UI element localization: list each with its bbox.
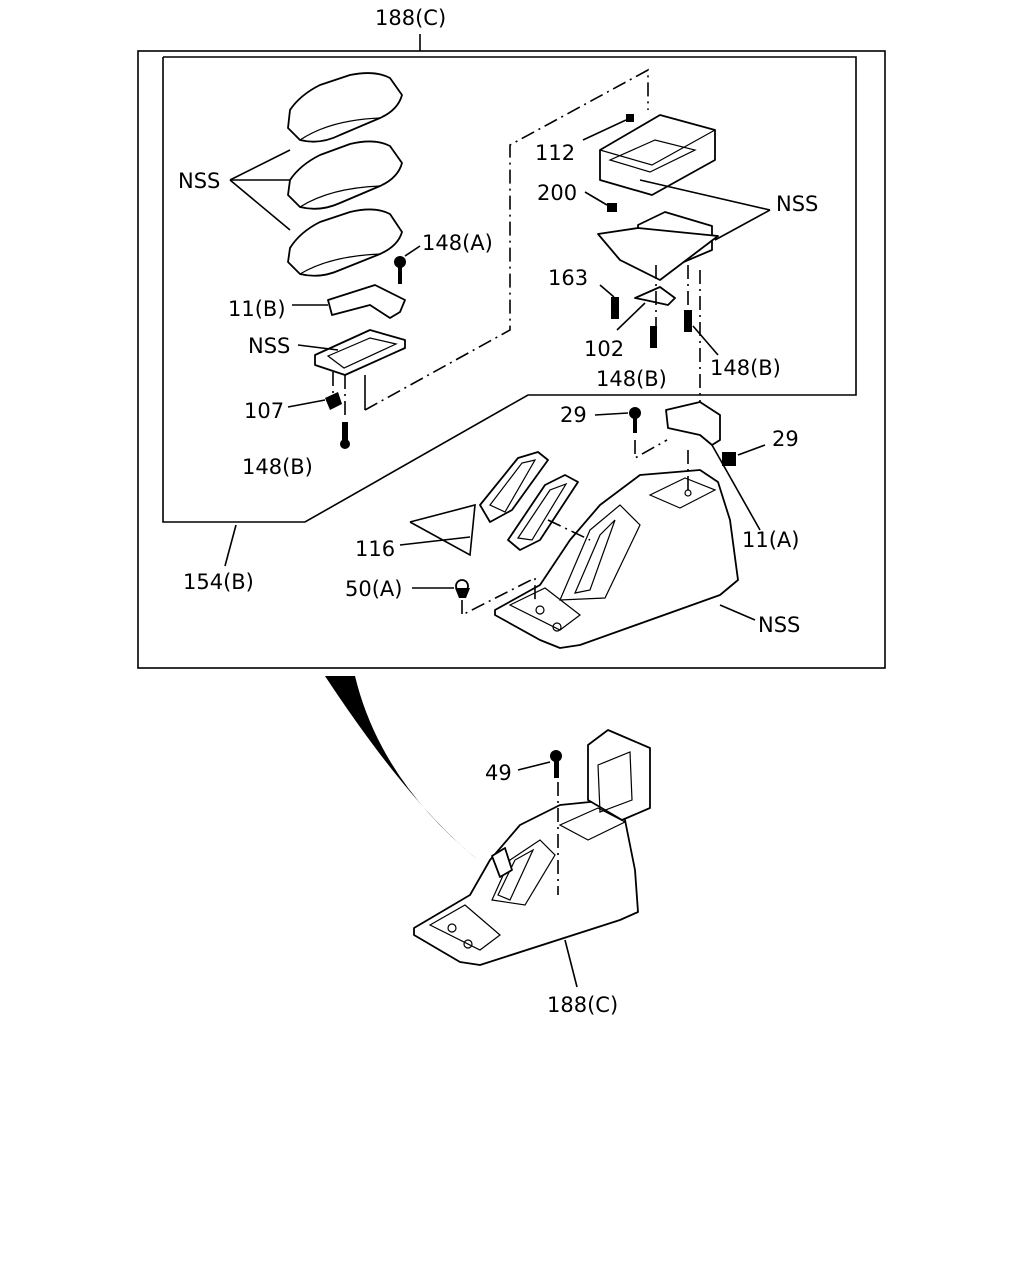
armrest-cover-3 [287, 208, 403, 277]
shift-cover-116 [479, 451, 579, 551]
outer-frame [137, 50, 886, 669]
armrest-cover-2 [287, 140, 403, 210]
screw-29-left [629, 407, 641, 433]
clip-107 [325, 392, 342, 410]
label-bottom-ref: 188(C) [547, 993, 618, 1017]
label-154b: 154(B) [183, 570, 254, 594]
label-49: 49 [485, 761, 512, 785]
label-11b: 11(B) [228, 297, 286, 321]
storage-box [597, 211, 719, 281]
label-148b-right: 148(B) [710, 356, 781, 380]
label-102: 102 [584, 337, 624, 361]
label-nss-covers: NSS [178, 169, 220, 193]
label-29-right: 29 [772, 427, 799, 451]
screw-148b-right [684, 310, 692, 332]
screw-163 [611, 297, 619, 319]
label-148a: 148(A) [422, 231, 493, 255]
screw-148a [394, 256, 406, 284]
label-11a: 11(A) [742, 528, 799, 552]
label-29-left: 29 [560, 403, 587, 427]
label-148b-left: 148(B) [242, 455, 313, 479]
label-200: 200 [537, 181, 577, 205]
clip-50a [455, 579, 470, 598]
screw-29-right [722, 452, 736, 466]
label-nss-console: NSS [758, 613, 800, 637]
console-assembled [413, 729, 651, 966]
label-nss-box: NSS [776, 192, 818, 216]
screw-148b-mid [650, 326, 657, 348]
label-107: 107 [244, 399, 284, 423]
assembly-arrow [325, 676, 478, 860]
inner-frame [162, 56, 857, 523]
label-top-ref: 188(C) [375, 6, 446, 30]
label-nss-plate: NSS [248, 334, 290, 358]
label-163: 163 [548, 266, 588, 290]
console-upper [494, 469, 739, 649]
bracket-102 [634, 286, 676, 306]
mounting-plate [314, 329, 406, 376]
armrest-box-112 [599, 114, 716, 196]
label-116: 116 [355, 537, 395, 561]
bolt-49 [550, 750, 562, 778]
armrest-cover-1 [287, 72, 403, 143]
label-148b-mid: 148(B) [596, 367, 667, 391]
label-112: 112 [535, 141, 575, 165]
screw-148b-left [340, 422, 350, 449]
bracket-11a [665, 401, 721, 446]
label-50a: 50(A) [345, 577, 402, 601]
bracket-11b [327, 284, 406, 319]
